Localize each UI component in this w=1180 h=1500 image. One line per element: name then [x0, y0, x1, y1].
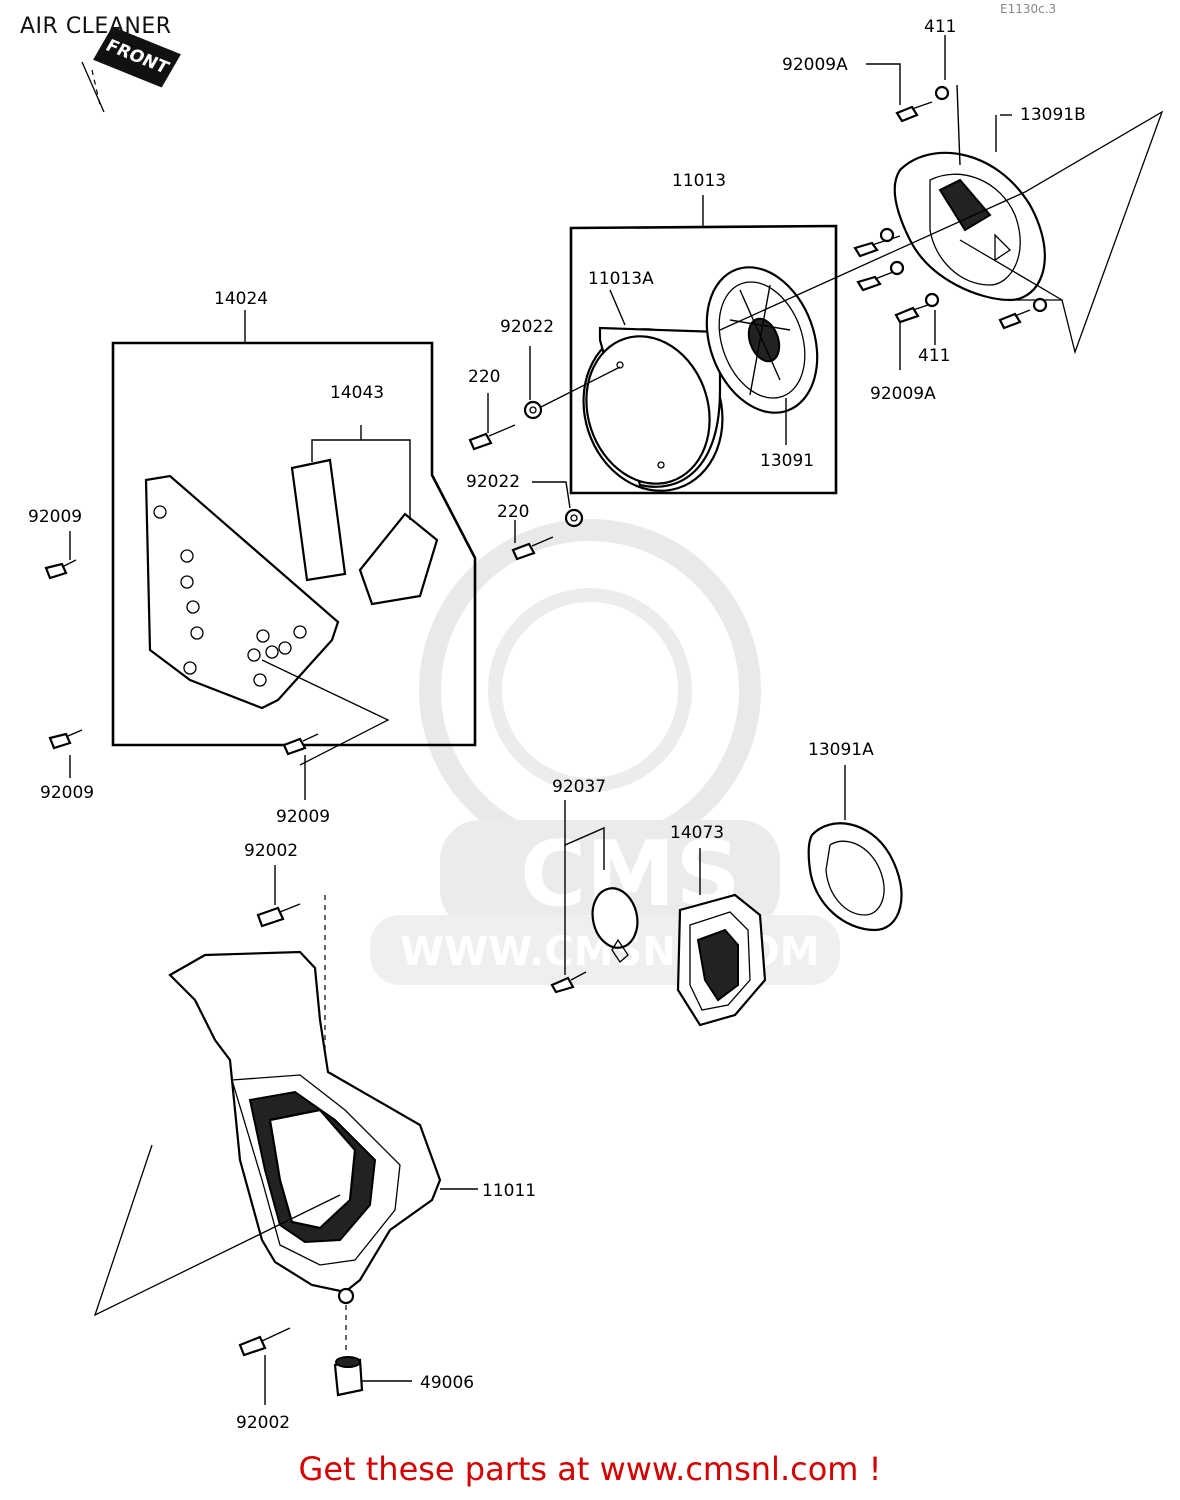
callout-14024: 14024 — [214, 289, 268, 309]
bolt-92009-group — [44, 559, 319, 756]
callout-13091: 13091 — [760, 451, 814, 471]
callout-14073: 14073 — [670, 823, 724, 843]
callout-14043: 14043 — [330, 383, 384, 403]
page-title: AIR CLEANER — [20, 14, 172, 39]
callout-92022-a: 92022 — [500, 317, 554, 337]
side-cover-kit-box — [111, 341, 477, 766]
clamp-92037 — [550, 887, 639, 994]
housing-11011 — [168, 950, 442, 1305]
callout-220-b: 220 — [497, 502, 529, 522]
duct-14073 — [676, 893, 767, 1027]
callout-11013A: 11013A — [588, 269, 654, 289]
callout-92009A-top: 92009A — [782, 55, 848, 75]
filter-face — [585, 335, 711, 485]
cover-bolts — [853, 85, 1048, 330]
callout-92009-mid: 92009 — [276, 807, 330, 827]
callout-92002-top: 92002 — [244, 841, 298, 861]
cleaner-cover-13091B — [893, 151, 1046, 302]
callout-220-a: 220 — [468, 367, 500, 387]
callout-49006: 49006 — [420, 1373, 474, 1393]
grommet-49006 — [333, 1356, 364, 1397]
filter-element-box — [569, 224, 838, 495]
callout-13091B: 13091B — [1020, 105, 1086, 125]
bolt-220-upper — [468, 366, 621, 451]
callout-411-top: 411 — [924, 17, 956, 37]
callout-92009A-bottom: 92009A — [870, 384, 936, 404]
callout-11011: 11011 — [482, 1181, 536, 1201]
callout-13091A: 13091A — [808, 740, 874, 760]
callout-92009-left-top: 92009 — [28, 507, 82, 527]
footer-link-text[interactable]: Get these parts at www.cmsnl.com ! — [298, 1450, 882, 1488]
diagram-reference: E1130c.3 — [1000, 2, 1057, 16]
pad-shape — [358, 512, 439, 606]
bolt-92002-group — [238, 903, 301, 1357]
callout-92002-bottom: 92002 — [236, 1413, 290, 1433]
callout-11013: 11013 — [672, 171, 726, 191]
callout-92009-left-bottom: 92009 — [40, 783, 94, 803]
callout-411-bottom: 411 — [918, 346, 950, 366]
callout-92037: 92037 — [552, 777, 606, 797]
pad-rect — [290, 458, 347, 582]
gasket-13091A — [807, 822, 903, 932]
front-arrow — [81, 61, 105, 113]
callout-92022-b: 92022 — [466, 472, 520, 492]
bolt-220-lower — [511, 508, 584, 561]
